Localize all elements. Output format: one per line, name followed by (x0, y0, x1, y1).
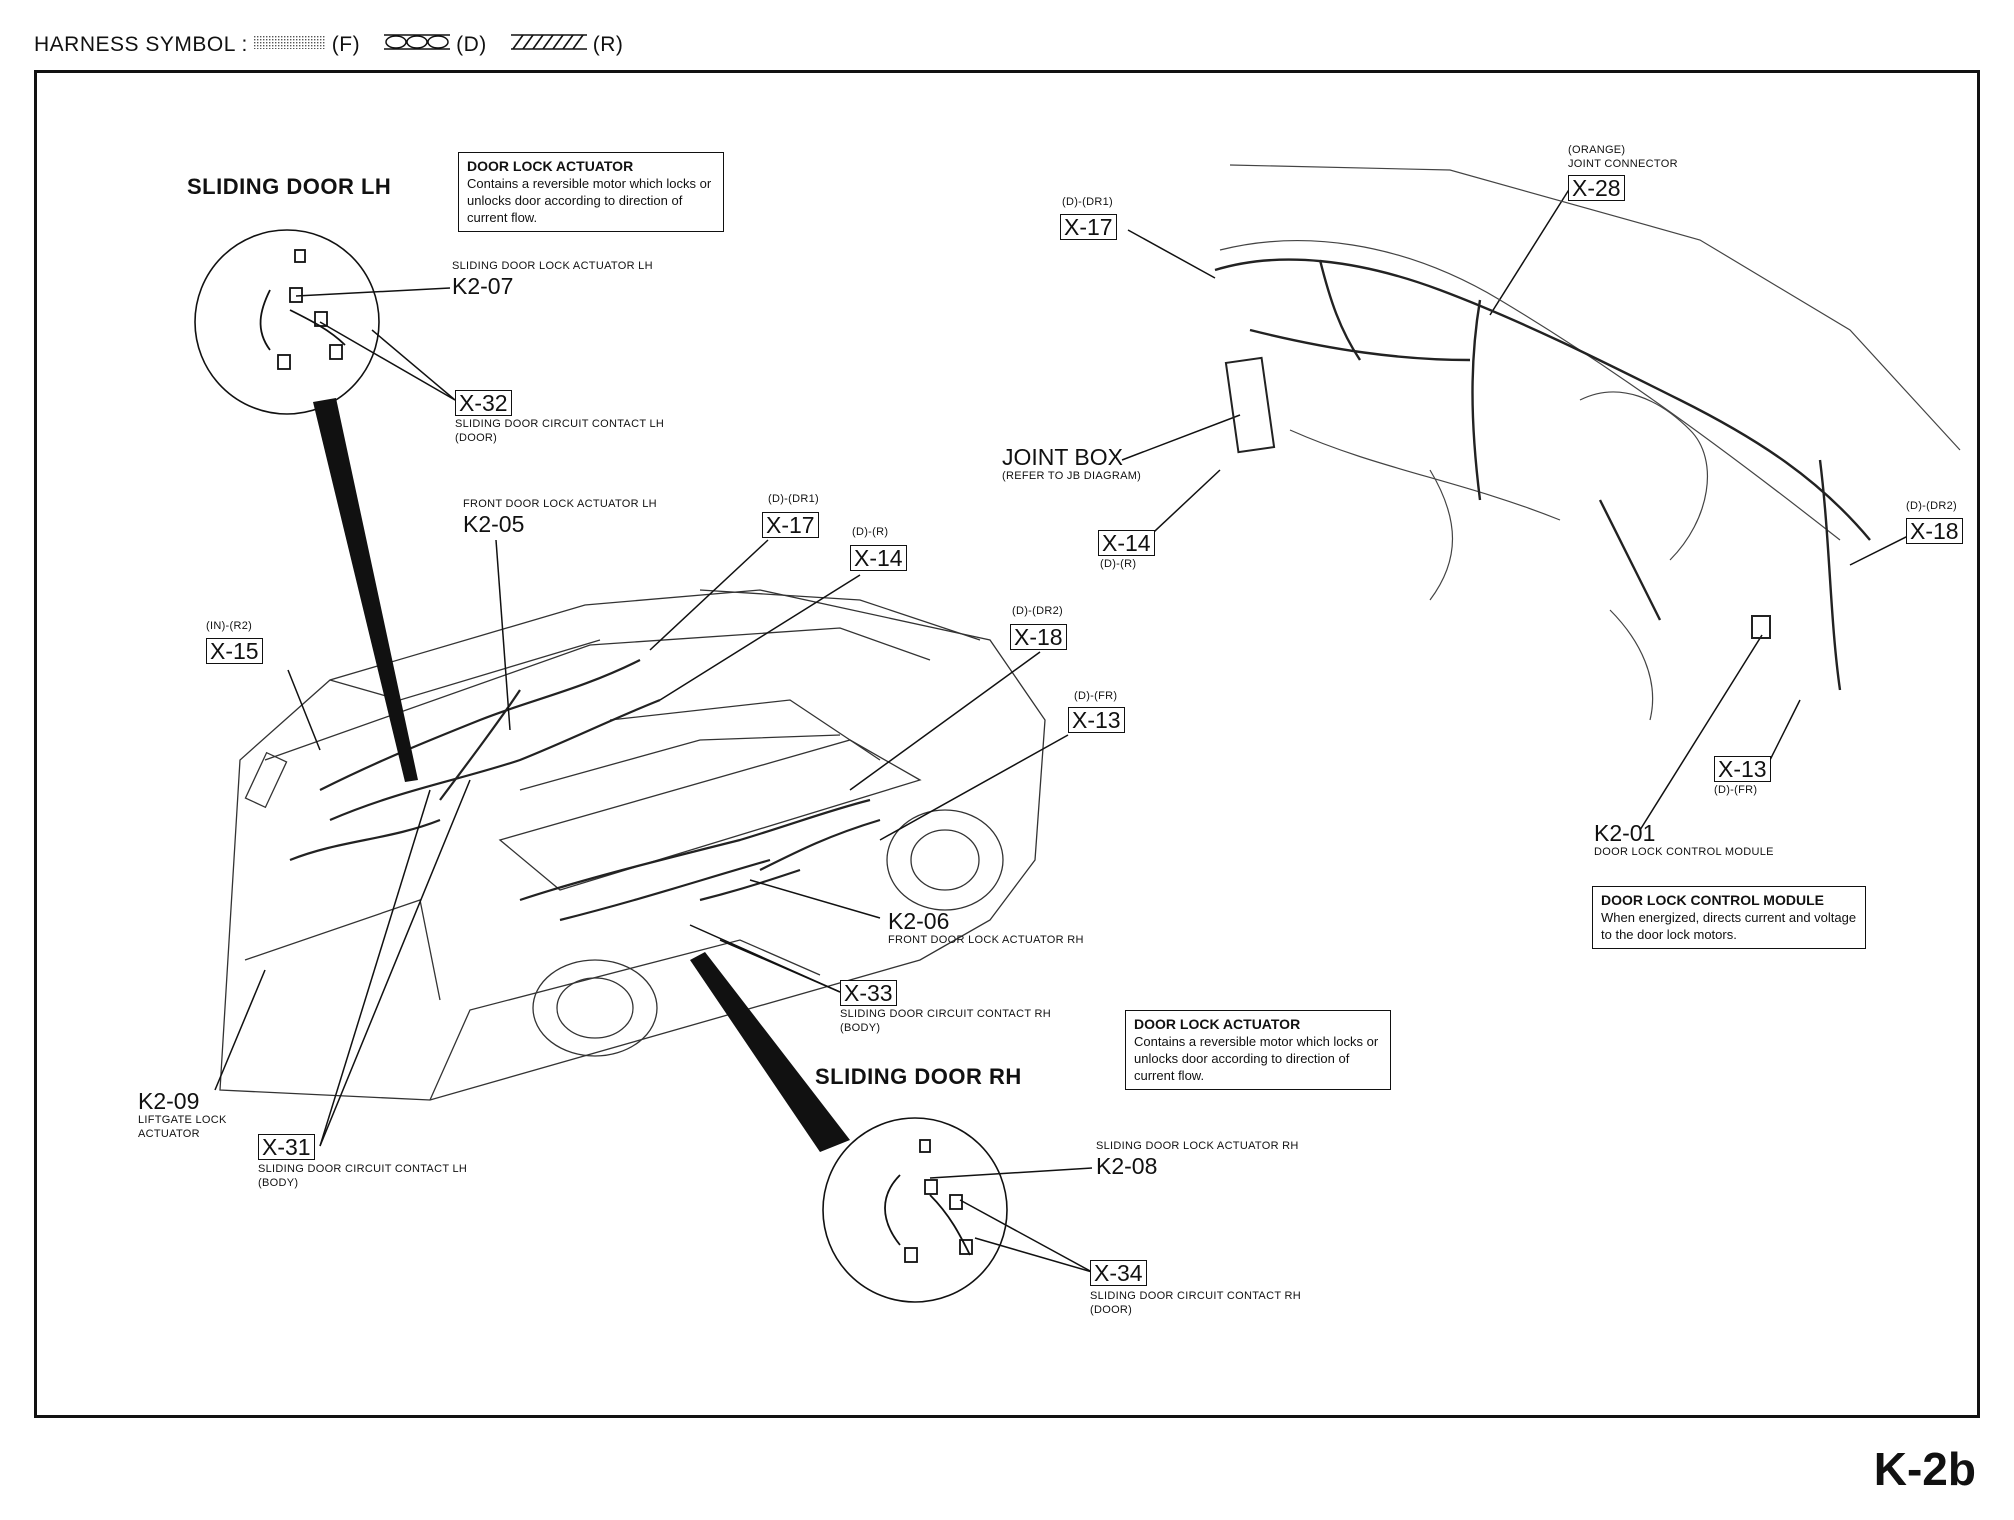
k2-09-desc: LIFTGATE LOCK (138, 1114, 227, 1126)
x-14-car-tag: (D)-(R) (852, 526, 889, 538)
harness-symbol-legend: HARNESS SYMBOL : (F) (D) (R) (34, 32, 623, 58)
x-17-dash-tag: (D)-(DR1) (1062, 196, 1113, 208)
k2-01-code: K2-01 (1594, 820, 1656, 846)
joint-box-desc: (REFER TO JB DIAGRAM) (1002, 470, 1142, 482)
hatched-harness-symbol (510, 33, 587, 57)
x-28-code: X-28 (1568, 175, 1625, 201)
dashboard-outline (1219, 164, 1961, 721)
k2-05-code: K2-05 (463, 511, 525, 537)
k2-01-desc: DOOR LOCK CONTROL MODULE (1594, 846, 1774, 858)
dashboard-harness (1214, 258, 1871, 691)
k2-06-code: K2-06 (888, 908, 950, 934)
k2-08-desc: SLIDING DOOR LOCK ACTUATOR RH (1096, 1140, 1299, 1152)
x-34-desc: SLIDING DOOR CIRCUIT CONTACT RH (1090, 1290, 1301, 1302)
rh-callout-wedge (690, 952, 850, 1152)
loops-harness-symbol (384, 32, 451, 58)
diagram-frame (34, 70, 1980, 1418)
door-lock-control-module-note: DOOR LOCK CONTROL MODULE When energized,… (1592, 886, 1866, 949)
note-heading: DOOR LOCK ACTUATOR (1134, 1016, 1301, 1032)
note-heading: DOOR LOCK ACTUATOR (467, 158, 634, 174)
door-lock-actuator-note-bottom: DOOR LOCK ACTUATOR Contains a reversible… (1125, 1010, 1391, 1090)
note-body: Contains a reversible motor which locks … (467, 176, 712, 225)
note-body: Contains a reversible motor which locks … (1134, 1034, 1379, 1083)
sliding-door-lh-detail-circle (194, 229, 380, 415)
x-18-car-tag: (D)-(DR2) (1012, 605, 1063, 617)
legend-code-f: (F) (331, 33, 361, 56)
legend-code-d: (D) (456, 33, 487, 56)
k2-09-code: K2-09 (138, 1088, 200, 1114)
x-17-dash-code: X-17 (1060, 214, 1117, 240)
x-34-code: X-34 (1090, 1260, 1147, 1286)
rh-circle-connectors (884, 1139, 973, 1263)
x-14-dash-tag: (D)-(R) (1100, 558, 1137, 570)
k2-06-desc: FRONT DOOR LOCK ACTUATOR RH (888, 934, 1084, 946)
vehicle-harness-routing (289, 659, 881, 922)
x-17-car-tag: (D)-(DR1) (768, 493, 819, 505)
x-28-desc: JOINT CONNECTOR (1568, 158, 1678, 170)
sliding-door-rh-detail-circle (822, 1117, 1008, 1303)
k2-08-code: K2-08 (1096, 1153, 1158, 1179)
lh-circle-connectors (259, 249, 346, 370)
x-18-car-code: X-18 (1010, 624, 1067, 650)
x-14-dash-code: X-14 (1098, 530, 1155, 556)
joint-box-label: JOINT BOX (1002, 444, 1123, 470)
x-33-code: X-33 (840, 980, 897, 1006)
vehicle-outline (219, 589, 1046, 1101)
x-15-tag: (IN)-(R2) (206, 620, 253, 632)
x-32-sub: (DOOR) (455, 432, 498, 444)
x-31-sub: (BODY) (258, 1177, 299, 1189)
joint-box-shape (1224, 356, 1276, 454)
sliding-door-lh-title: SLIDING DOOR LH (187, 174, 392, 199)
x-31-code: X-31 (258, 1134, 315, 1160)
x-28-tag: (ORANGE) (1568, 144, 1626, 156)
x-13-car-tag: (D)-(FR) (1074, 690, 1118, 702)
x-33-sub: (BODY) (840, 1022, 881, 1034)
dotted-harness-symbol (253, 33, 326, 57)
k2-07-desc: SLIDING DOOR LOCK ACTUATOR LH (452, 260, 653, 272)
note-heading: DOOR LOCK CONTROL MODULE (1601, 892, 1824, 908)
x-15-code: X-15 (206, 638, 263, 664)
lh-callout-wedge (313, 398, 418, 782)
sliding-door-rh-title: SLIDING DOOR RH (815, 1064, 1022, 1089)
x-31-desc: SLIDING DOOR CIRCUIT CONTACT LH (258, 1163, 468, 1175)
x-18-dash-code: X-18 (1906, 518, 1963, 544)
legend-label: HARNESS SYMBOL : (34, 33, 248, 56)
k2-05-desc: FRONT DOOR LOCK ACTUATOR LH (463, 498, 657, 510)
door-lock-actuator-note-top: DOOR LOCK ACTUATOR Contains a reversible… (458, 152, 724, 232)
x-32-code: X-32 (455, 390, 512, 416)
x-13-dash-code: X-13 (1714, 756, 1771, 782)
x-34-sub: (DOOR) (1090, 1304, 1133, 1316)
k2-07-code: K2-07 (452, 273, 514, 299)
x-33-desc: SLIDING DOOR CIRCUIT CONTACT RH (840, 1008, 1051, 1020)
k2-09-desc2: ACTUATOR (138, 1128, 200, 1140)
door-lock-control-module-shape (1751, 615, 1771, 639)
leader-lines (214, 187, 1921, 1273)
x-18-dash-tag: (D)-(DR2) (1906, 500, 1957, 512)
x-17-car-code: X-17 (762, 512, 819, 538)
x-13-car-code: X-13 (1068, 707, 1125, 733)
x-32-desc: SLIDING DOOR CIRCUIT CONTACT LH (455, 418, 665, 430)
legend-code-r: (R) (592, 33, 624, 56)
x-13-dash-tag: (D)-(FR) (1714, 784, 1758, 796)
page-id: K-2b (1873, 1443, 1976, 1495)
x-14-car-code: X-14 (850, 545, 907, 571)
note-body: When energized, directs current and volt… (1601, 910, 1857, 942)
